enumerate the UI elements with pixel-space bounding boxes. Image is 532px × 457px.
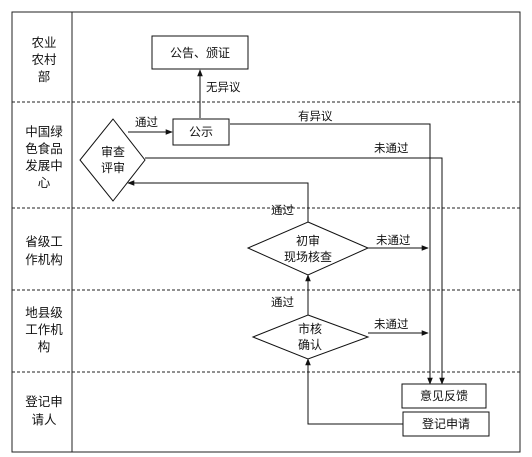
lane-label-province: 省级工 作机构 [25, 234, 63, 267]
edge-label-initial-fail: 未通过 [376, 233, 411, 247]
svg-text:省级工: 省级工 [25, 234, 63, 249]
edge-label-review-pass: 通过 [135, 115, 158, 129]
node-register: 登记申请 [402, 411, 490, 437]
node-feedback: 意见反馈 [401, 383, 487, 409]
node-city-confirm: 市核 确认 [251, 314, 370, 360]
edge-label-review-fail: 未通过 [374, 141, 409, 155]
lane-label-applicant: 登记申 请人 [25, 394, 63, 427]
svg-text:作机构: 作机构 [25, 252, 63, 267]
edges [127, 69, 445, 425]
edge-label-city-pass: 通过 [271, 295, 294, 309]
svg-text:审查: 审查 [101, 144, 125, 159]
lane-label-center: 中国绿 色食品 发展中 心 [25, 124, 63, 190]
svg-text:发展中: 发展中 [25, 158, 63, 173]
svg-text:初审: 初审 [296, 233, 320, 248]
svg-text:中国绿: 中国绿 [25, 124, 63, 139]
svg-text:现场核查: 现场核查 [284, 250, 332, 264]
svg-text:登记申请: 登记申请 [422, 416, 470, 431]
edge-label-city-fail: 未通过 [374, 317, 409, 331]
svg-text:确认: 确认 [298, 338, 322, 352]
svg-text:工作机: 工作机 [25, 322, 63, 337]
svg-text:农业: 农业 [31, 35, 56, 50]
svg-text:构: 构 [38, 339, 51, 354]
edge-label-initial-pass: 通过 [271, 203, 294, 217]
svg-text:农村: 农村 [31, 52, 57, 67]
node-review: 审查 评审 [79, 118, 146, 202]
node-announce: 公告、颁证 [151, 35, 249, 70]
svg-text:公示: 公示 [189, 125, 213, 139]
svg-text:公告、颁证: 公告、颁证 [170, 45, 230, 60]
svg-text:登记申: 登记申 [25, 394, 63, 409]
lane-label-ministry: 农业 农村 部 [31, 35, 57, 84]
edge-review-to-feedback [145, 157, 445, 385]
lane-label-county: 地县级 工作机 构 [25, 305, 63, 354]
edge-initial-to-review [127, 180, 309, 222]
svg-text:地县级: 地县级 [25, 305, 63, 320]
svg-text:部: 部 [38, 69, 51, 84]
svg-text:意见反馈: 意见反馈 [420, 388, 468, 403]
edge-register-to-city [305, 358, 403, 425]
svg-text:市核: 市核 [298, 321, 322, 336]
edge-publicize-to-feedback [230, 123, 433, 385]
svg-text:心: 心 [38, 175, 51, 190]
edge-label-has-objection: 有异议 [298, 109, 333, 123]
node-initial-check: 初审 现场核查 [246, 221, 370, 276]
swimlane-frame [11, 11, 521, 453]
svg-text:请人: 请人 [31, 412, 57, 427]
svg-text:色食品: 色食品 [25, 141, 63, 156]
edge-label-no-objection: 无异议 [206, 80, 241, 94]
svg-text:评审: 评审 [101, 160, 125, 175]
node-publicize: 公示 [172, 118, 230, 146]
